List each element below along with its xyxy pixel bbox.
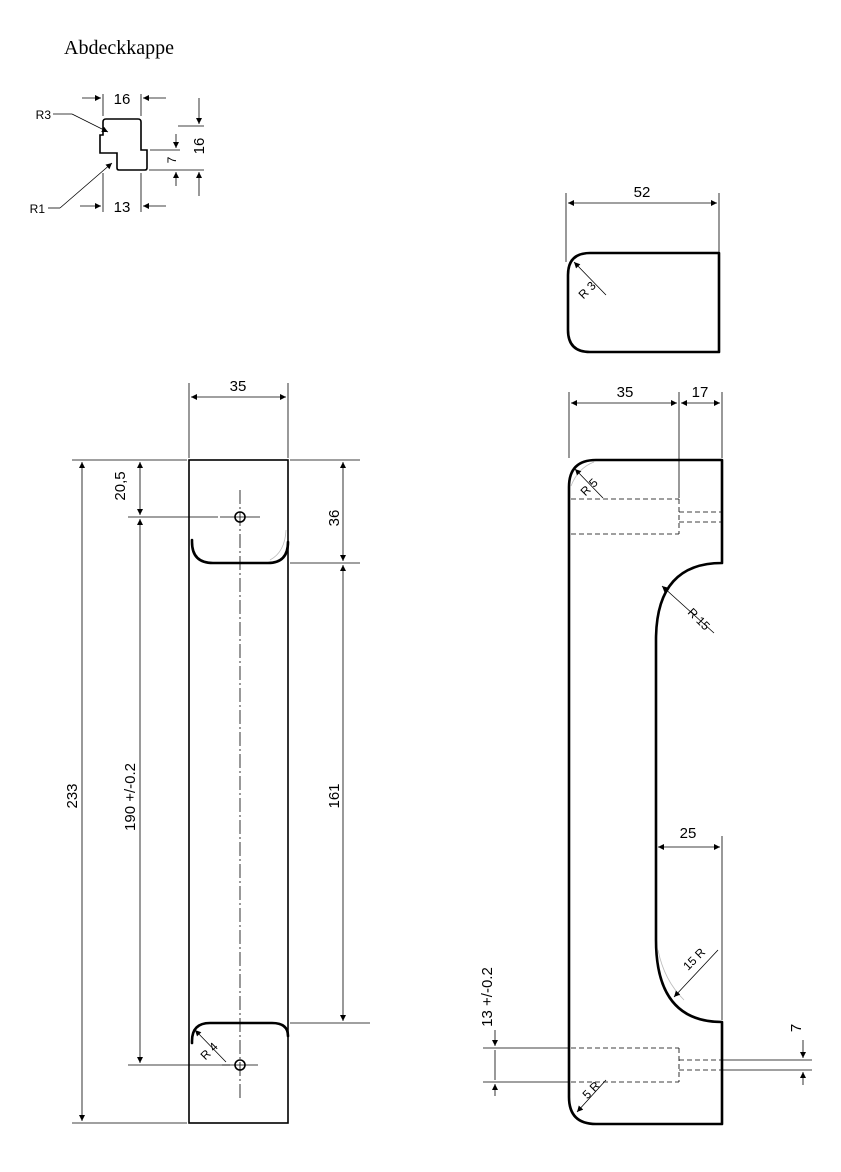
side-view: 35 17 25 13 +/-0.2 7 R 5 5 R R 15 15 R xyxy=(479,384,812,1126)
cap-outline xyxy=(99,118,148,171)
cap-radius-outer-label: R3 xyxy=(36,108,52,122)
top-view-width-label: 52 xyxy=(634,184,651,201)
front-view-pocket-spacing-label: 161 xyxy=(326,783,343,808)
side-view-radius-lower-label: 15 R xyxy=(680,945,708,973)
side-view-width-step-label: 17 xyxy=(692,384,709,401)
side-view-radius-upper-label: R 15 xyxy=(685,605,713,633)
top-view-outline xyxy=(566,251,721,354)
drawing-title: Abdeckkappe xyxy=(64,37,174,59)
front-view: 35 233 20,5 190 +/-0.2 36 161 R 4 xyxy=(64,378,370,1124)
cap-height-label: 16 xyxy=(191,138,208,155)
front-view-overall-height-label: 233 xyxy=(64,783,81,808)
side-view-width-main-label: 35 xyxy=(617,384,634,401)
cap-step-label: 7 xyxy=(165,156,179,163)
side-view-hole-offset-label: 13 +/-0.2 xyxy=(479,967,496,1027)
side-view-radius-corner-top-label: R 5 xyxy=(578,475,601,498)
cap-width-bottom-label: 13 xyxy=(114,199,131,216)
side-view-width-mid-label: 25 xyxy=(680,825,697,842)
front-view-width-label: 35 xyxy=(230,378,247,395)
cap-profile: 16 13 16 7 R3 R1 xyxy=(30,91,208,216)
front-view-hole-spacing-label: 190 +/-0.2 xyxy=(122,763,139,831)
front-view-pocket-depth-label: 36 xyxy=(326,510,343,527)
front-view-pocket-top xyxy=(190,538,290,565)
cap-width-top-label: 16 xyxy=(114,91,131,108)
top-view-radius-label: R 3 xyxy=(576,278,599,301)
side-view-hole-gap-label: 7 xyxy=(788,1024,805,1032)
cap-radius-inner-label: R1 xyxy=(30,202,46,216)
front-view-radius-label: R 4 xyxy=(198,1039,221,1062)
top-view: 52 R 3 xyxy=(565,184,721,354)
front-view-hole-offset-label: 20,5 xyxy=(112,471,129,500)
side-view-outline xyxy=(567,458,724,1126)
front-view-outline xyxy=(188,459,289,1124)
front-view-pocket-bottom xyxy=(190,1021,290,1045)
